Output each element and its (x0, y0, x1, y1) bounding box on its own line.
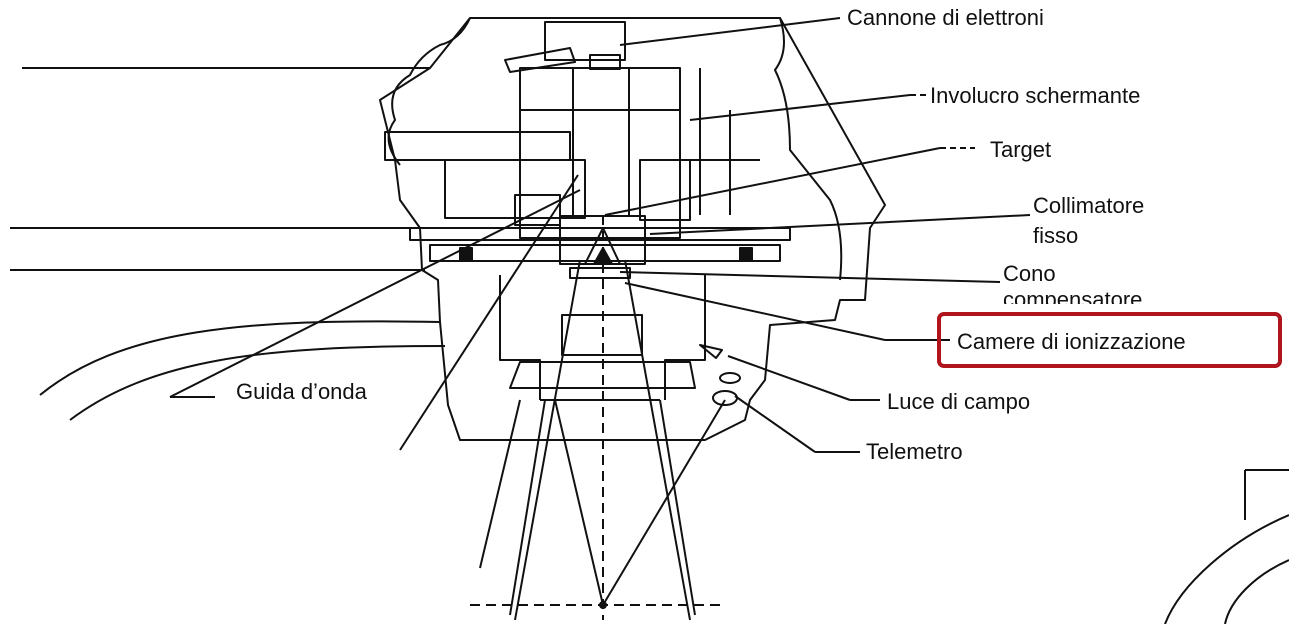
waveguide-tube (572, 67, 630, 217)
label-fixed-collimator-line2: fisso (1033, 223, 1079, 248)
collimator-plate (409, 215, 791, 265)
label-fixed-collimator-line1: Collimatore (1033, 193, 1145, 218)
lower-housing (499, 267, 741, 406)
label-ionization-chambers: Camere di ionizzazione (957, 329, 1186, 354)
label-compensator-cone-line2: compensatore (1003, 288, 1143, 304)
label-telemeter: Telemetro (866, 439, 963, 464)
accelerator-arm-lines (10, 67, 446, 421)
label-shielding-housing: Involucro schermante (930, 83, 1141, 108)
label-electron-gun: Cannone di elettroni (847, 5, 1044, 30)
beam-axis (470, 215, 720, 620)
highlight-box-ionization-chambers (937, 312, 1282, 368)
beam-lines (479, 259, 726, 621)
label-waveguide: Guida d’onda (236, 379, 367, 404)
corner-partial-drawing (1164, 469, 1289, 624)
leader-lines (169, 17, 1031, 453)
label-compensator-cone-line1: Cono (1003, 261, 1056, 286)
label-field-light: Luce di campo (887, 389, 1031, 414)
label-target: Target (990, 137, 1052, 162)
electron-gun (504, 21, 626, 73)
